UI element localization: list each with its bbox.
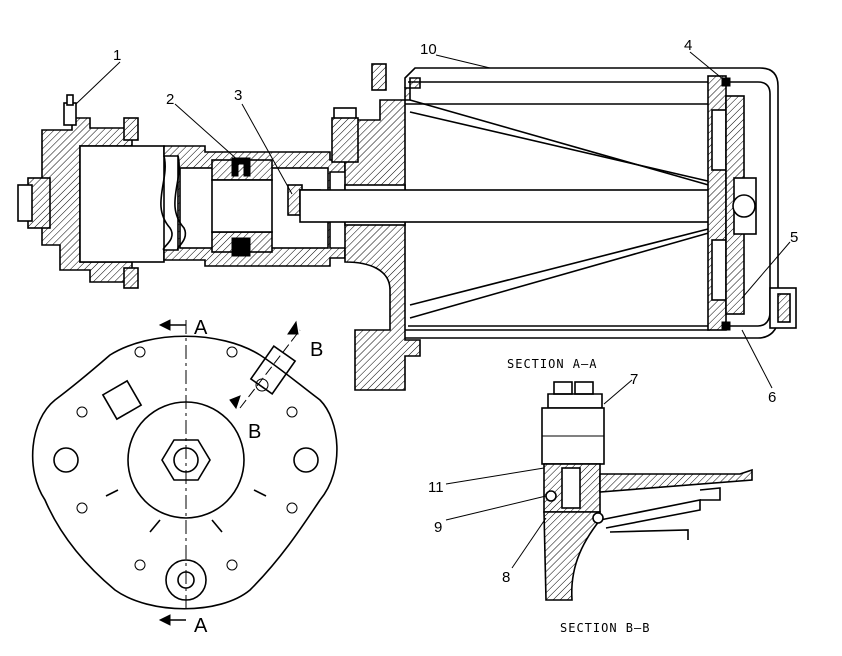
callout-3: 3 bbox=[234, 87, 242, 104]
leader-lines bbox=[75, 51, 791, 569]
callout-2: 2 bbox=[166, 91, 174, 108]
canister-shell bbox=[299, 67, 797, 339]
section-letter-b-right: B bbox=[310, 339, 323, 361]
callout-6: 6 bbox=[768, 389, 776, 406]
callout-9: 9 bbox=[434, 519, 442, 536]
section-letter-a-bottom: A bbox=[194, 615, 208, 637]
mounting-flange bbox=[331, 63, 421, 391]
callout-7: 7 bbox=[630, 371, 638, 388]
callout-4: 4 bbox=[684, 37, 692, 54]
callout-11: 11 bbox=[428, 479, 444, 496]
end-view bbox=[31, 319, 338, 626]
callout-10: 10 bbox=[420, 41, 437, 58]
callout-1: 1 bbox=[113, 47, 121, 64]
caption-section-bb: SECTION B—B bbox=[560, 621, 650, 635]
left-head-housing bbox=[17, 94, 165, 289]
section-letter-b-left: B bbox=[248, 421, 261, 443]
caption-section-aa: SECTION A—A bbox=[507, 357, 597, 371]
callout-5: 5 bbox=[790, 229, 798, 246]
section-aa-view bbox=[17, 63, 797, 391]
section-letter-a-top: A bbox=[194, 317, 208, 339]
section-bb-view bbox=[541, 381, 753, 601]
callout-8: 8 bbox=[502, 569, 510, 586]
